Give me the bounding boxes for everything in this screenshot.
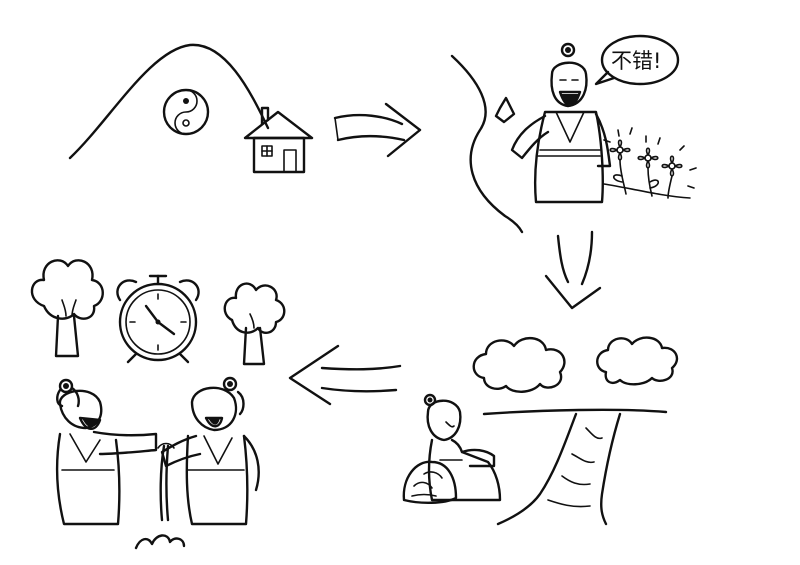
- arrow-down-icon: [544, 230, 602, 310]
- tree-icon-right: [223, 282, 286, 366]
- walking-cane-icon: [157, 442, 175, 522]
- scholar-figure: [494, 42, 612, 204]
- panel-scholar-praise: 不错!: [450, 34, 697, 234]
- arrow-left-icon: [288, 344, 402, 406]
- alarm-clock-icon: [116, 274, 200, 364]
- speech-text: 不错!: [611, 49, 661, 73]
- speech-bubble: 不错!: [594, 34, 680, 86]
- elder-figure-right: [160, 376, 260, 526]
- rock-icon: [402, 460, 458, 504]
- cloud-icon-right: [596, 336, 679, 386]
- panel-reunion: [30, 259, 286, 550]
- elder-figure-left: [55, 378, 158, 526]
- house-icon: [243, 106, 314, 174]
- cloud-icon-left: [472, 337, 566, 393]
- sitting-figure: [423, 393, 502, 502]
- mountain-outline: [68, 43, 270, 160]
- yin-yang-icon: [162, 88, 210, 136]
- tree-icon-left: [30, 259, 104, 358]
- cliff-outline: [450, 54, 524, 234]
- arrow-right-icon: [333, 102, 422, 158]
- grass-tuft-icon: [134, 534, 186, 550]
- cliff-edge-line: [482, 408, 668, 416]
- panel-waterfall-rest: [402, 336, 679, 526]
- waterfall-icon: [496, 412, 622, 526]
- flowers-icon: [603, 127, 697, 199]
- panel-mountain-home: [68, 43, 314, 174]
